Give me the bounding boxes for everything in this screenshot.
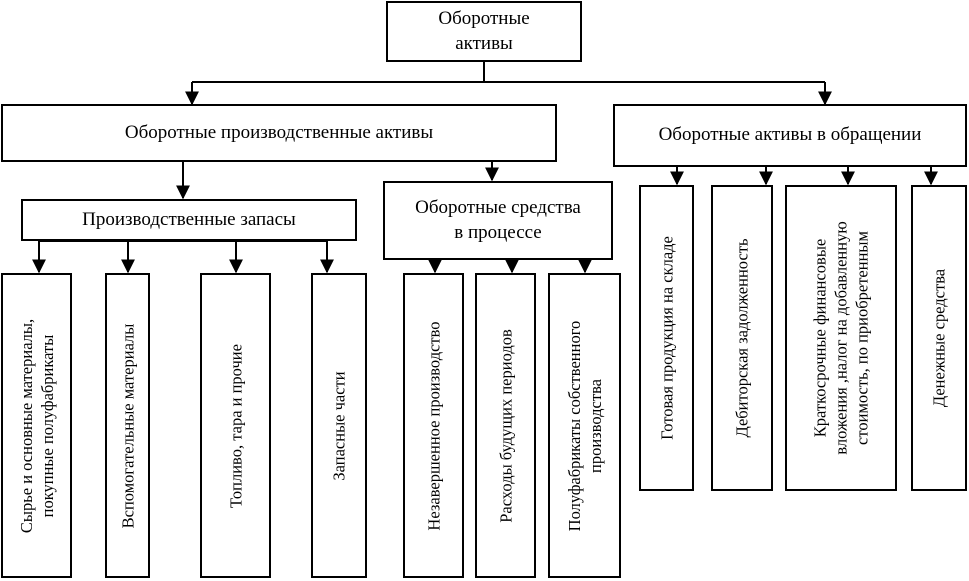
- root-box: Оборотные активы: [386, 1, 582, 62]
- process-item-box: Расходы будущих периодов: [475, 273, 536, 578]
- working-in-process-label: Оборотные средства в процессе: [415, 196, 581, 243]
- production-stocks-box: Производственные запасы: [21, 199, 357, 241]
- working-in-process-box: Оборотные средства в процессе: [383, 181, 613, 260]
- root-label: Оборотные активы: [438, 7, 530, 54]
- process-item-label: Полуфабрикаты собственного производства: [564, 320, 605, 531]
- stock-item-box: Топливо, тара и прочие: [200, 273, 271, 578]
- circulation-item-box: Дебиторская задолженность: [711, 185, 773, 491]
- stock-item-box: Вспомогательные материалы: [105, 273, 150, 578]
- process-item-label: Расходы будущих периодов: [495, 328, 515, 523]
- circulation-assets-box: Оборотные активы в обращении: [613, 104, 967, 167]
- production-assets-label: Оборотные производственные активы: [124, 121, 434, 143]
- process-item-box: Полуфабрикаты собственного производства: [548, 273, 621, 578]
- stock-item-label: Вспомогательные материалы: [117, 323, 137, 528]
- production-stocks-label: Производственные запасы: [82, 208, 296, 230]
- stock-item-box: Запасные части: [311, 273, 367, 578]
- stock-item-label: Запасные части: [329, 370, 349, 481]
- circulation-assets-label: Оборотные активы в обращении: [658, 124, 922, 146]
- circulation-item-label: Дебиторская задолженность: [732, 238, 752, 438]
- process-item-box: Незавершенное производство: [403, 273, 464, 578]
- circulation-item-label: Краткосрочные финансовые вложения ,налог…: [810, 221, 872, 455]
- connector-root-bus: [192, 62, 825, 83]
- stock-item-label: Сырье и основные материалы, покупные пол…: [16, 318, 57, 533]
- circulation-item-label: Готовая продукция на складе: [656, 236, 676, 440]
- stock-item-label: Топливо, тара и прочие: [225, 343, 245, 508]
- production-assets-box: Оборотные производственные активы: [1, 104, 557, 162]
- stock-item-box: Сырье и основные материалы, покупные пол…: [1, 273, 72, 578]
- circulation-item-label: Денежные средства: [929, 268, 949, 408]
- process-item-label: Незавершенное производство: [423, 320, 443, 531]
- circulation-item-box: Краткосрочные финансовые вложения ,налог…: [785, 185, 897, 491]
- circulation-item-box: Готовая продукция на складе: [639, 185, 694, 491]
- circulation-item-box: Денежные средства: [911, 185, 967, 491]
